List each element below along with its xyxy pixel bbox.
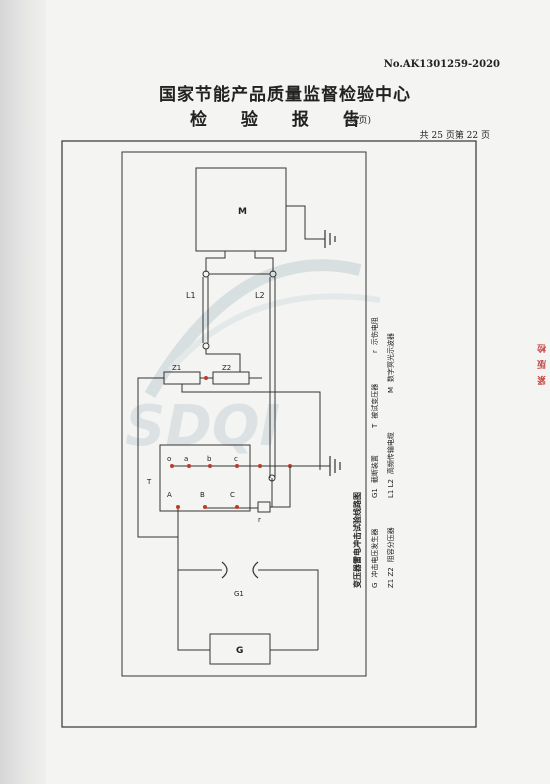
diagram-title: 变压器雷电冲击试验线路图 <box>352 492 362 588</box>
diagram-frame <box>61 140 477 728</box>
node-b <box>208 464 212 468</box>
label-G: G <box>236 646 243 656</box>
label-c: c <box>234 455 238 463</box>
label-L2: L2 <box>255 291 265 300</box>
transformer-box <box>159 444 251 512</box>
wire-Z1-bottom <box>181 384 321 470</box>
gap-electrode-right <box>252 561 259 579</box>
label-M: M <box>238 207 247 217</box>
label-o: o <box>167 455 171 463</box>
watermark-swoosh <box>144 259 362 399</box>
wire-M-L2 <box>254 251 274 272</box>
label-A: A <box>167 491 172 499</box>
page-info: 共 25 页第 22 页 <box>419 131 490 141</box>
center-title: 国家节能产品质量监督检验中心 <box>159 85 411 105</box>
node-A <box>176 505 180 509</box>
sdqi-watermark: SDQI <box>125 259 381 459</box>
circuit-inner-box <box>121 151 367 677</box>
node-o <box>170 464 174 468</box>
node-Z1-Z2 <box>204 376 208 380</box>
label-L1: L1 <box>186 291 196 300</box>
legend-G1: G1截断装置 <box>370 455 379 498</box>
binding-shadow <box>0 0 46 784</box>
wire-L1-Z2 <box>205 349 241 372</box>
wire-Z1-left <box>137 377 164 450</box>
watermark-swoosh-inner <box>167 293 381 372</box>
node-c <box>235 464 239 468</box>
shunt-resistor <box>257 501 271 513</box>
label-Z1: Z1 <box>172 364 181 372</box>
connector-L2-bottom <box>268 474 276 482</box>
connector-L1-bottom <box>202 342 210 350</box>
watermark-text: SDQI <box>125 394 280 459</box>
label-G1: G1 <box>234 590 244 598</box>
report-subtitle: 检 验 报 告 <box>190 110 374 130</box>
label-T: T <box>146 478 152 486</box>
label-C: C <box>230 491 235 499</box>
gap-electrode-left <box>221 561 228 579</box>
wire-r-ground <box>270 466 291 508</box>
divider-Z2 <box>212 371 250 385</box>
oscilloscope-box <box>195 167 287 252</box>
wire-M-L1 <box>205 251 226 272</box>
legend-M: M数字冥光示波器 <box>386 333 395 393</box>
legend-G: G冲击电压发生器 <box>370 529 379 588</box>
wire-G-left <box>177 570 210 651</box>
legend-block: 变压器雷电冲击试验线路图 G冲击电压发生器 G1截断装置 T被试变压器 r示伤电… <box>352 317 395 588</box>
node-C <box>235 505 239 509</box>
continued-note: (续页) <box>346 116 372 126</box>
wire-G1-right <box>258 569 319 650</box>
label-b: b <box>207 455 212 463</box>
label-r: r <box>258 516 261 524</box>
legend-T: T被试变压器 <box>370 384 379 429</box>
label-a: a <box>184 455 188 463</box>
wire-A-loop <box>137 450 179 538</box>
node-B <box>203 505 207 509</box>
legend-L: L1 L2高频传输电缆 <box>386 432 395 498</box>
legend-Z: Z1 Z2阻容分压器 <box>386 527 395 588</box>
impulse-generator-box <box>209 633 271 665</box>
label-Z2: Z2 <box>222 364 231 372</box>
wire-G1-left <box>177 537 222 571</box>
node-a <box>187 464 191 468</box>
label-B: B <box>200 491 205 499</box>
legend-r: r示伤电阻 <box>370 317 379 353</box>
wire-M-ground <box>286 205 325 240</box>
report-number: No.AK1301259-2020 <box>383 59 500 70</box>
node-bus-1 <box>258 464 262 468</box>
